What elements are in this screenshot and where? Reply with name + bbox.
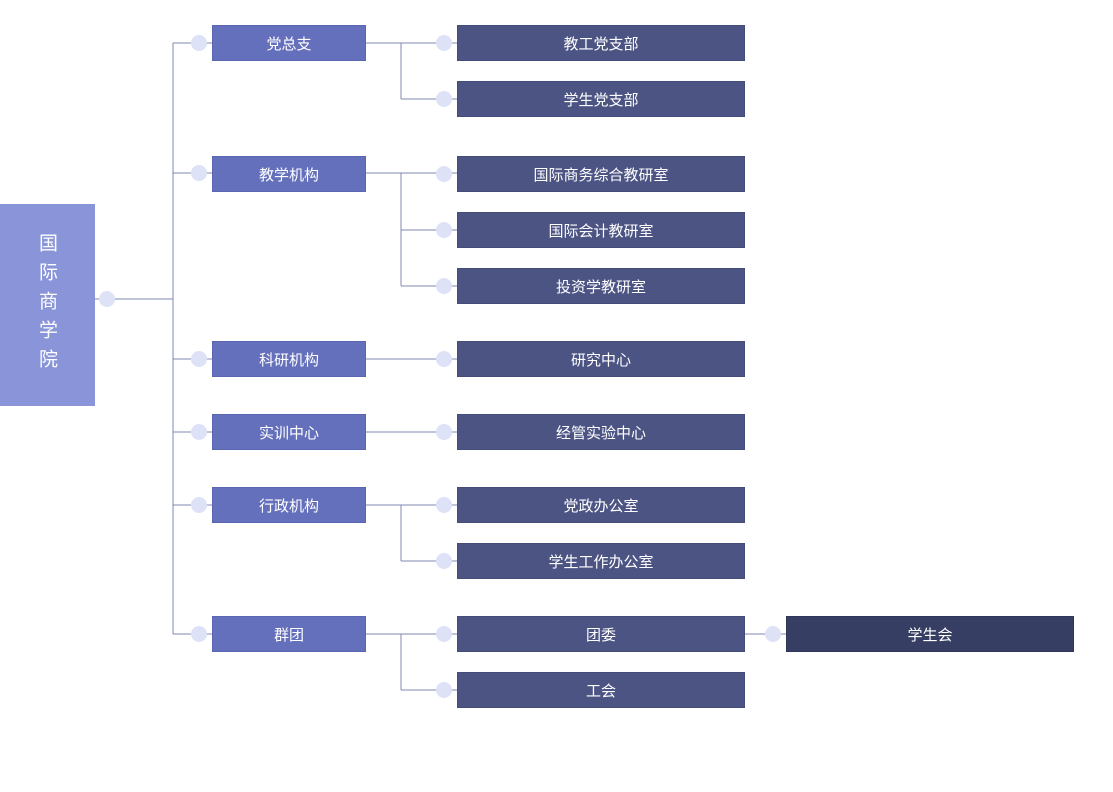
connector-dot [436,91,452,107]
branch-node: 群团 [212,616,366,652]
leaf-node: 学生党支部 [457,81,745,117]
leaf-node: 团委 [457,616,745,652]
connector-dot [436,222,452,238]
branch-node: 科研机构 [212,341,366,377]
connector-dot [765,626,781,642]
leaf-node: 党政办公室 [457,487,745,523]
connector-dot [436,424,452,440]
connector-dot [436,278,452,294]
connector-dot [191,626,207,642]
sub-leaf-node: 学生会 [786,616,1074,652]
connector-dot [436,166,452,182]
connector-dot [191,165,207,181]
connector-dot [99,291,115,307]
branch-node: 教学机构 [212,156,366,192]
leaf-node: 经管实验中心 [457,414,745,450]
branch-node: 党总支 [212,25,366,61]
connector-dot [436,497,452,513]
leaf-node: 研究中心 [457,341,745,377]
connector-dot [191,497,207,513]
leaf-node: 国际会计教研室 [457,212,745,248]
leaf-node: 教工党支部 [457,25,745,61]
connector-dot [436,553,452,569]
connector-dot [191,35,207,51]
leaf-node: 学生工作办公室 [457,543,745,579]
connector-dot [436,35,452,51]
connector-dot [191,424,207,440]
connector-dot [436,626,452,642]
branch-node: 行政机构 [212,487,366,523]
leaf-node: 投资学教研室 [457,268,745,304]
leaf-node: 工会 [457,672,745,708]
connector-dot [436,682,452,698]
connector-dot [436,351,452,367]
leaf-node: 国际商务综合教研室 [457,156,745,192]
connector-dot [191,351,207,367]
root-node: 国际商学院 [0,204,95,406]
branch-node: 实训中心 [212,414,366,450]
